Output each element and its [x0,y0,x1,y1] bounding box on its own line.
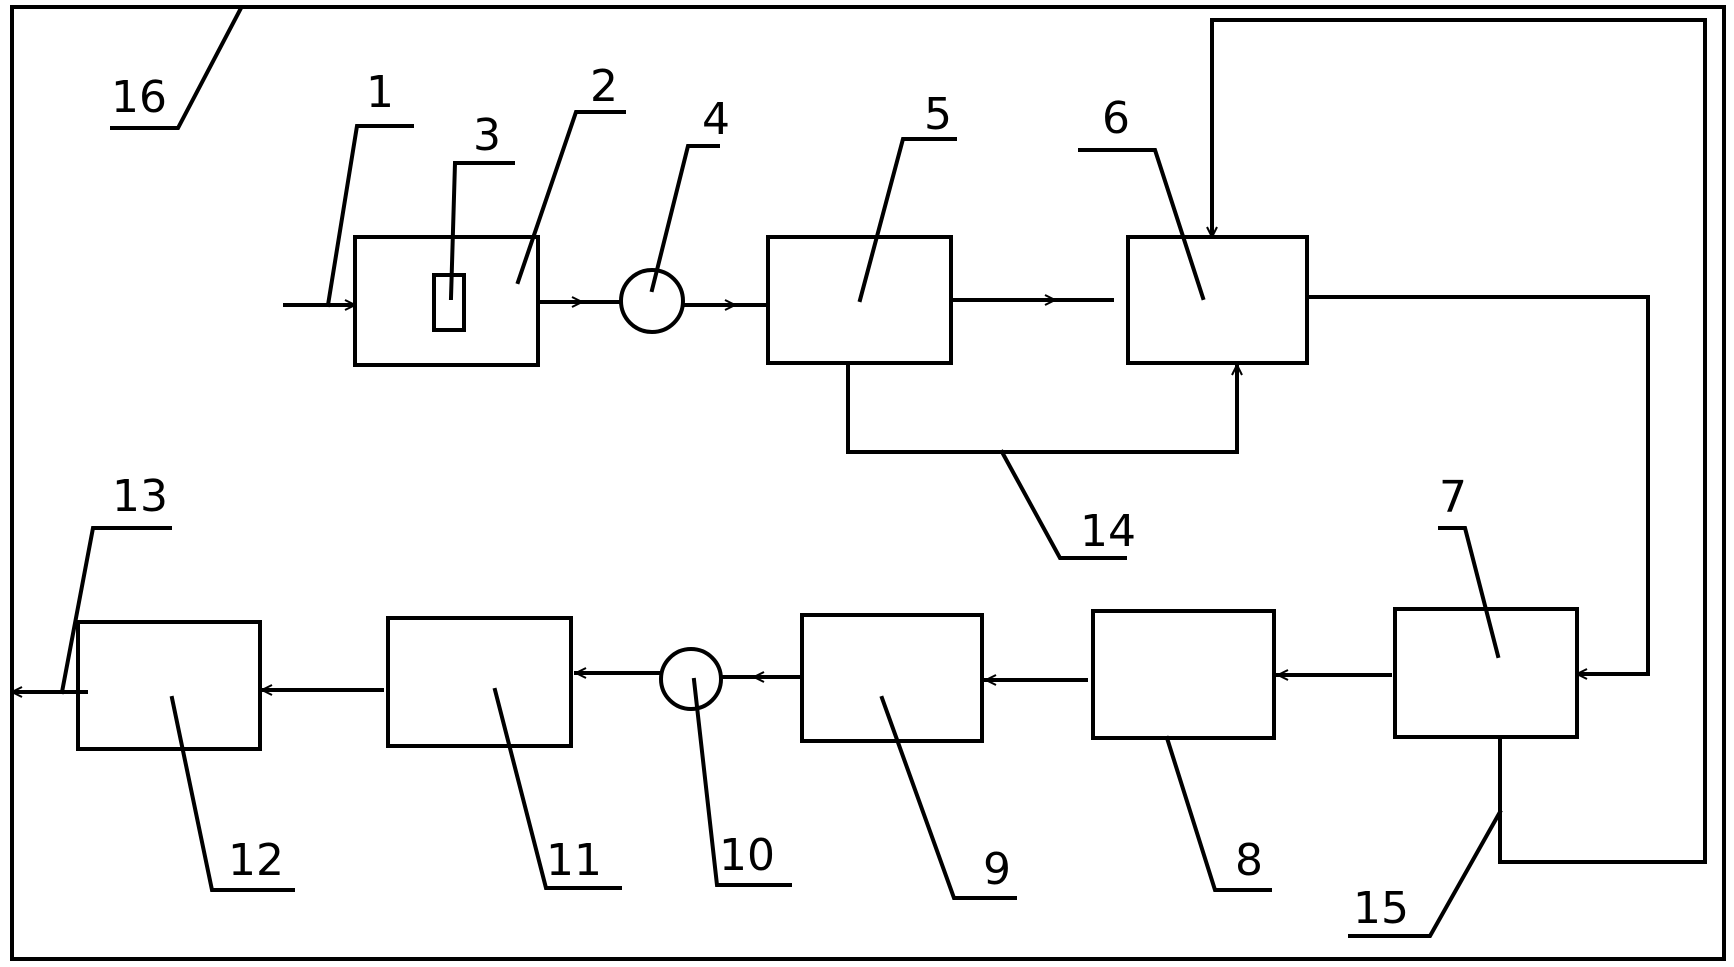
leader-4 [649,144,720,293]
label-5: 5 [924,89,952,140]
leader-15 [1348,809,1503,938]
label-8: 8 [1235,835,1263,886]
leader-16 [110,7,243,130]
label-6: 6 [1102,93,1130,144]
leader-9 [879,695,1017,900]
label-4: 4 [702,94,730,145]
outer-frame [10,5,1726,961]
return-line-15 [1212,18,1707,864]
block-7 [1393,607,1579,739]
pump-4 [619,268,685,334]
leader-13 [59,526,172,695]
flow-6-7 [1305,295,1650,674]
label-13: 13 [112,471,168,522]
label-7: 7 [1439,472,1467,523]
leader-6 [1078,148,1206,301]
leader-2 [515,110,626,285]
block-12 [76,620,262,751]
label-3: 3 [473,110,501,161]
block-3 [432,273,466,332]
label-10: 10 [719,830,775,881]
block-8 [1091,609,1276,740]
leader-14 [999,449,1127,560]
pump-10 [659,647,723,711]
label-16: 16 [111,72,167,123]
label-14: 14 [1080,506,1136,557]
label-15: 15 [1353,883,1409,934]
block-11 [386,616,573,748]
leader-10 [691,677,792,887]
bypass-line-14 [846,361,1237,454]
label-12: 12 [228,835,284,886]
label-11: 11 [546,835,602,886]
leader-12 [169,695,295,892]
leader-3 [448,161,515,301]
leader-1 [325,124,414,308]
label-2: 2 [590,61,618,112]
label-1: 1 [366,67,394,118]
leader-8 [1164,735,1272,892]
label-9: 9 [983,844,1011,895]
block-6 [1126,235,1309,365]
leader-7 [1438,526,1501,659]
leader-11 [492,687,622,890]
block-9 [800,613,984,743]
leader-5 [857,137,957,303]
